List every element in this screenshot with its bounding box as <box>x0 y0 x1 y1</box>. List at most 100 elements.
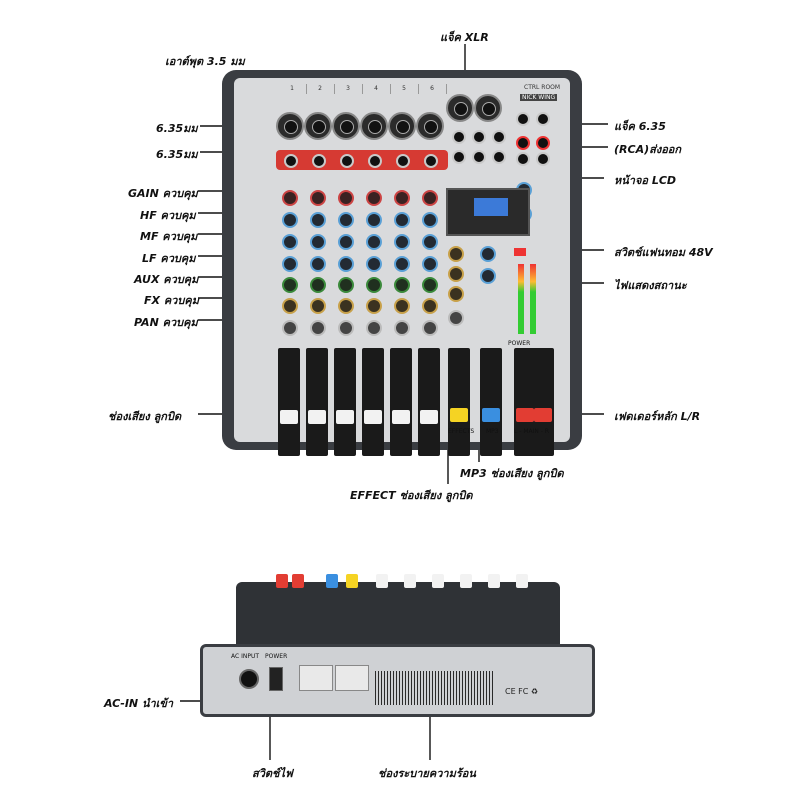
channel-fader[interactable] <box>364 410 382 424</box>
channel-fader[interactable] <box>488 574 500 588</box>
gain-knob[interactable] <box>310 190 326 206</box>
channel-fader[interactable] <box>336 410 354 424</box>
channel-fader[interactable] <box>432 574 444 588</box>
xlr-main-out-l[interactable] <box>446 94 474 122</box>
main-fader-r[interactable] <box>534 408 552 422</box>
aux-knob[interactable] <box>282 277 298 293</box>
power-switch[interactable] <box>269 667 283 691</box>
rca-out-jack[interactable] <box>536 152 550 166</box>
hf-knob[interactable] <box>310 212 326 228</box>
channel-fader[interactable] <box>392 410 410 424</box>
pan-knob[interactable] <box>366 320 382 336</box>
lf-knob[interactable] <box>366 256 382 272</box>
main-fader-l[interactable] <box>516 408 534 422</box>
aux-knob[interactable] <box>422 277 438 293</box>
jack-635[interactable] <box>452 150 466 164</box>
effects-knob[interactable] <box>448 246 464 262</box>
hf-knob[interactable] <box>422 212 438 228</box>
jack-635[interactable] <box>452 130 466 144</box>
mp3-fader[interactable] <box>326 574 338 588</box>
xlr-main-out-r[interactable] <box>474 94 502 122</box>
pan-knob[interactable] <box>310 320 326 336</box>
pan-knob[interactable] <box>338 320 354 336</box>
xlr-input-4[interactable] <box>360 112 388 140</box>
gain-knob[interactable] <box>282 190 298 206</box>
lf-knob[interactable] <box>394 256 410 272</box>
jack-635[interactable] <box>492 150 506 164</box>
lf-knob[interactable] <box>422 256 438 272</box>
channel-fader[interactable] <box>404 574 416 588</box>
gain-knob[interactable] <box>366 190 382 206</box>
effects-knob[interactable] <box>448 286 464 302</box>
mf-knob[interactable] <box>394 234 410 250</box>
xlr-input-5[interactable] <box>388 112 416 140</box>
lf-knob[interactable] <box>282 256 298 272</box>
xlr-input-6[interactable] <box>416 112 444 140</box>
line-jack[interactable] <box>396 154 410 168</box>
effects-fader[interactable] <box>346 574 358 588</box>
jack-635[interactable] <box>492 130 506 144</box>
channel-fader-track <box>418 348 440 456</box>
mf-knob[interactable] <box>282 234 298 250</box>
aux-knob[interactable] <box>338 277 354 293</box>
channel-fader-track <box>334 348 356 456</box>
channel-fader[interactable] <box>516 574 528 588</box>
channel-fader[interactable] <box>376 574 388 588</box>
ac-in-socket[interactable] <box>239 669 259 689</box>
rca-out-jack[interactable] <box>516 152 530 166</box>
gain-knob[interactable] <box>422 190 438 206</box>
pan-knob[interactable] <box>394 320 410 336</box>
mf-knob[interactable] <box>366 234 382 250</box>
effects-fader[interactable] <box>450 408 468 422</box>
line-jack[interactable] <box>340 154 354 168</box>
jack-635[interactable] <box>472 150 486 164</box>
warning-label <box>299 665 333 691</box>
mp3-knob[interactable] <box>480 246 496 262</box>
hf-knob[interactable] <box>394 212 410 228</box>
hf-knob[interactable] <box>338 212 354 228</box>
ctrl-room-jack[interactable] <box>536 112 550 126</box>
rca-out-jack[interactable] <box>516 136 530 150</box>
aux-knob[interactable] <box>366 277 382 293</box>
pan-knob[interactable] <box>282 320 298 336</box>
effects-knob[interactable] <box>448 266 464 282</box>
channel-fader[interactable] <box>460 574 472 588</box>
hf-knob[interactable] <box>282 212 298 228</box>
mf-knob[interactable] <box>422 234 438 250</box>
lf-knob[interactable] <box>310 256 326 272</box>
line-jack[interactable] <box>284 154 298 168</box>
xlr-input-2[interactable] <box>304 112 332 140</box>
gain-knob[interactable] <box>338 190 354 206</box>
mp3-fader[interactable] <box>482 408 500 422</box>
main-fader[interactable] <box>276 574 288 588</box>
lf-knob[interactable] <box>338 256 354 272</box>
fx-knob[interactable] <box>310 298 326 314</box>
gain-knob[interactable] <box>394 190 410 206</box>
line-jack[interactable] <box>424 154 438 168</box>
jack-635[interactable] <box>472 130 486 144</box>
aux-knob[interactable] <box>394 277 410 293</box>
fx-knob[interactable] <box>422 298 438 314</box>
xlr-input-1[interactable] <box>276 112 304 140</box>
effects-knob[interactable] <box>448 310 464 326</box>
fx-knob[interactable] <box>282 298 298 314</box>
line-jack[interactable] <box>312 154 326 168</box>
line-jack[interactable] <box>368 154 382 168</box>
mf-knob[interactable] <box>310 234 326 250</box>
fx-knob[interactable] <box>338 298 354 314</box>
channel-fader[interactable] <box>308 410 326 424</box>
pan-knob[interactable] <box>422 320 438 336</box>
ctrl-room-jack[interactable] <box>516 112 530 126</box>
hf-knob[interactable] <box>366 212 382 228</box>
xlr-input-3[interactable] <box>332 112 360 140</box>
channel-fader[interactable] <box>280 410 298 424</box>
rca-out-jack[interactable] <box>536 136 550 150</box>
mf-knob[interactable] <box>338 234 354 250</box>
channel-fader[interactable] <box>420 410 438 424</box>
main-fader[interactable] <box>292 574 304 588</box>
mp3-knob[interactable] <box>480 268 496 284</box>
aux-knob[interactable] <box>310 277 326 293</box>
fx-knob[interactable] <box>394 298 410 314</box>
phantom-48v-switch[interactable] <box>514 248 526 256</box>
fx-knob[interactable] <box>366 298 382 314</box>
